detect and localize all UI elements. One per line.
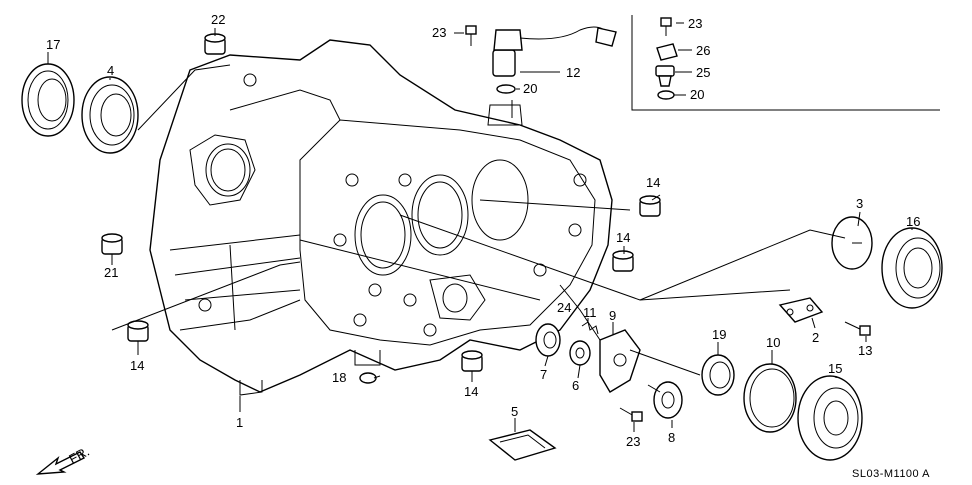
callout-12: 12 — [566, 65, 580, 80]
callout-8: 8 — [668, 430, 675, 445]
bolt-23-top — [465, 25, 477, 46]
shim-10 — [743, 363, 797, 433]
callout-14-bottom: 14 — [464, 384, 478, 399]
callout-10: 10 — [766, 335, 780, 350]
callout-18: 18 — [332, 370, 346, 385]
bolt-23-inset — [660, 17, 672, 36]
callout-3: 3 — [856, 196, 863, 211]
leader-lines — [47, 22, 913, 432]
bearing-16 — [881, 227, 943, 309]
callout-16: 16 — [906, 214, 920, 229]
callout-4: 4 — [107, 63, 114, 78]
oil-seal-19 — [701, 354, 735, 396]
callout-14-left: 14 — [130, 358, 144, 373]
callout-20-inset: 20 — [690, 87, 704, 102]
callout-14-upper-right: 14 — [646, 175, 660, 190]
callout-6: 6 — [572, 378, 579, 393]
bolt-23-bottom — [619, 407, 643, 422]
plate-3 — [831, 216, 873, 270]
oil-seal-17 — [21, 63, 75, 137]
plug-18 — [359, 372, 377, 384]
bolt-13 — [844, 321, 871, 336]
callout-5: 5 — [511, 404, 518, 419]
callout-15: 15 — [828, 361, 842, 376]
plate-9 — [599, 329, 641, 393]
gear-7 — [535, 323, 561, 357]
oil-seal-4 — [81, 76, 139, 154]
callout-23: 23 — [432, 25, 446, 40]
callout-22: 22 — [211, 12, 225, 27]
callout-26: 26 — [696, 43, 710, 58]
callout-24: 24 — [557, 300, 571, 315]
callout-19: 19 — [712, 327, 726, 342]
front-direction-arrow-icon — [35, 451, 86, 475]
pad-5 — [488, 429, 557, 461]
callout-23-bottom: 23 — [626, 434, 640, 449]
callout-21: 21 — [104, 265, 118, 280]
dowel-pin-14-bottom — [461, 350, 483, 372]
o-ring-20-inset — [657, 90, 675, 100]
callout-11: 11 — [583, 305, 597, 320]
dowel-pin-14-right-upper — [639, 195, 661, 217]
dowel-pin-14-right-mid — [612, 250, 634, 272]
gear-8 — [647, 381, 683, 419]
callout-14-mid-right: 14 — [616, 230, 630, 245]
dowel-pin-14-left — [127, 320, 149, 342]
callout-7: 7 — [540, 367, 547, 382]
gear-6 — [569, 340, 591, 366]
callout-25: 25 — [696, 65, 710, 80]
inset-box — [631, 15, 940, 111]
spring-11 — [581, 321, 599, 335]
bracket-2 — [778, 297, 824, 323]
callout-23-inset: 23 — [688, 16, 702, 31]
speed-sensor-12 — [492, 26, 617, 77]
dowel-pin-22 — [204, 33, 226, 55]
callout-17: 17 — [46, 37, 60, 52]
o-ring-20-top — [496, 84, 516, 94]
callout-1: 1 — [236, 415, 243, 430]
plug-25 — [655, 65, 675, 87]
callout-2: 2 — [812, 330, 819, 345]
dowel-pin-21 — [101, 233, 123, 255]
clutch-housing — [149, 39, 613, 396]
diagram-code: SL03-M1100 A — [852, 468, 930, 480]
bearing-15 — [797, 375, 863, 461]
washer-26 — [656, 43, 678, 61]
callout-9: 9 — [609, 308, 616, 323]
callout-13: 13 — [858, 343, 872, 358]
callout-20: 20 — [523, 81, 537, 96]
